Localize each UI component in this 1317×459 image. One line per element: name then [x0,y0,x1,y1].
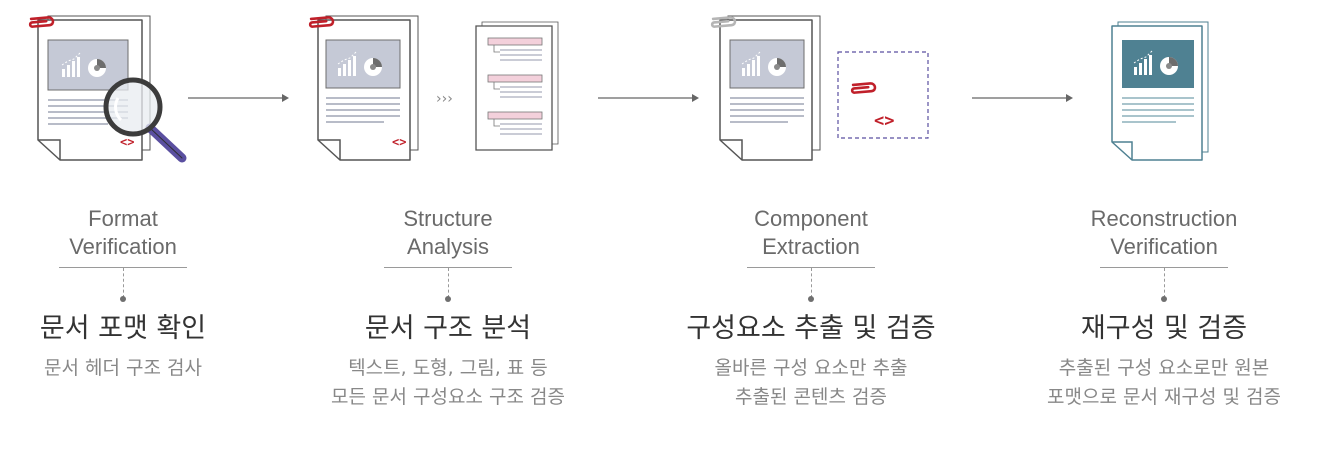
component-extraction-icon: <> [708,7,929,161]
divider [59,267,187,268]
step-structure-analysis: Structure Analysis 문서 구조 분석 텍스트, 도형, 그림,… [298,205,598,412]
connector-dashed-line [1163,268,1165,298]
step-english-label: Format Verification [0,205,273,261]
step-english-line: Format [88,206,158,231]
step-description-line: 문서 헤더 구조 검사 [44,357,202,379]
arrow-right-icon [188,94,289,102]
step-description-line: 모든 문서 구성요소 구조 검증 [331,386,565,408]
step-english-line: Verification [69,234,177,259]
step-format-verification: Format Verification 문서 포맷 확인 문서 헤더 구조 검사 [0,205,273,383]
step-english-label: Reconstruction Verification [1014,205,1314,261]
svg-text:<>: <> [392,135,406,149]
step-description: 텍스트, 도형, 그림, 표 등 모든 문서 구성요소 구조 검증 [298,354,598,412]
step-title: 문서 포맷 확인 [39,313,207,344]
step-component-extraction: Component Extraction 구성요소 추출 및 검증 올바른 구성… [661,205,961,412]
divider [384,267,512,268]
reconstructed-document-icon [1111,21,1209,161]
divider [747,267,875,268]
connector-dot [1161,296,1167,302]
arrow-right-icon [972,94,1073,102]
step-description: 올바른 구성 요소만 추출 추출된 콘텐츠 검증 [661,354,961,412]
step-english-line: Analysis [407,234,489,259]
step-english-line: Structure [403,206,493,231]
svg-text:<>: <> [874,111,894,131]
connector-dot [445,296,451,302]
step-description-line: 추출된 콘텐츠 검증 [735,386,887,408]
step-title: 재구성 및 검증 [1080,313,1248,344]
svg-text:<>: <> [120,135,134,149]
connector-dashed-line [447,268,449,298]
step-title: 문서 구조 분석 [364,313,532,344]
connector-dot [120,296,126,302]
step-english-line: Component [754,206,868,231]
step-description: 문서 헤더 구조 검사 [0,354,273,383]
step-english-label: Component Extraction [661,205,961,261]
svg-text:›››: ››› [436,91,453,107]
step-english-line: Extraction [762,234,860,259]
connector-dashed-line [122,268,124,298]
connector-dashed-line [810,268,812,298]
step-english-line: Verification [1110,234,1218,259]
connector-dot [808,296,814,302]
divider [1100,267,1228,268]
step-reconstruction-verification: Reconstruction Verification 재구성 및 검증 추출된… [1014,205,1314,412]
step-english-line: Reconstruction [1090,206,1238,231]
step-description-line: 올바른 구성 요소만 추출 [714,357,908,379]
document-structure-icon: <> ››› [306,7,559,161]
step-title: 구성요소 추출 및 검증 [686,313,936,344]
process-diagram-icons: <> <> ››› [26,7,1209,163]
step-english-label: Structure Analysis [298,205,598,261]
step-description-line: 추출된 구성 요소로만 원본 [1058,357,1270,379]
step-description-line: 텍스트, 도형, 그림, 표 등 [348,357,548,379]
step-description: 추출된 구성 요소로만 원본 포맷으로 문서 재구성 및 검증 [1014,354,1314,412]
arrow-right-icon [598,94,699,102]
document-with-magnifier-icon: <> [26,7,187,163]
step-description-line: 포맷으로 문서 재구성 및 검증 [1047,386,1281,408]
